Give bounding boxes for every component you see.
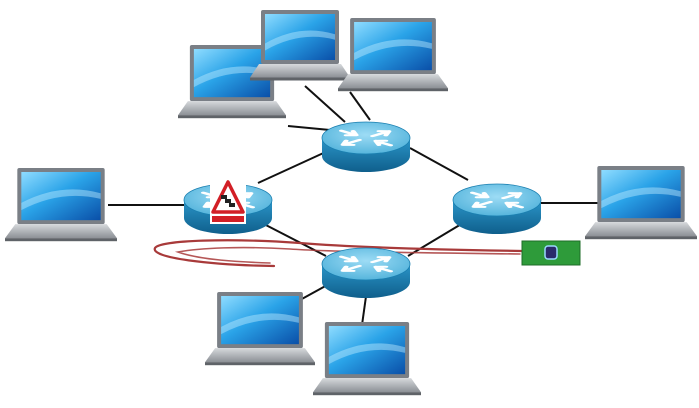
laptop-screen	[328, 326, 406, 375]
router-right-icon	[452, 183, 542, 234]
warning-car	[225, 199, 231, 203]
laptop-base-edge	[5, 238, 117, 242]
laptop-top-center-icon	[250, 10, 350, 81]
laptop-screen-glare	[601, 187, 681, 209]
laptop-base	[178, 101, 286, 116]
packet-path-inner	[174, 246, 521, 264]
data-packet-icon	[521, 240, 581, 266]
laptop-base	[585, 222, 697, 237]
laptop-screen-glare	[328, 343, 406, 365]
router-bottom-icon	[321, 247, 411, 298]
laptop-base-edge	[205, 362, 315, 366]
router-arrows	[469, 191, 525, 209]
router-top-surface	[452, 183, 542, 217]
laptop-top-left-icon	[178, 45, 286, 119]
laptop-left-icon	[5, 168, 117, 242]
laptop-screen-glare	[21, 189, 101, 211]
laptop-bottom-right-icon	[313, 322, 421, 396]
warning-car	[221, 195, 227, 199]
link-router-top-router-right	[409, 147, 469, 181]
link-laptop-top-1-router-top	[287, 125, 331, 131]
warning-sign-base	[212, 216, 244, 222]
laptop-base-edge	[178, 115, 286, 119]
laptop-base-edge	[313, 392, 421, 396]
laptop-base	[5, 224, 117, 239]
laptop-right-icon	[585, 166, 697, 240]
laptops-group	[5, 10, 697, 396]
warning-triangle	[211, 180, 245, 214]
laptop-base	[313, 378, 421, 393]
laptop-base-edge	[250, 77, 350, 81]
link-laptop-top-2-router-top	[304, 85, 346, 123]
laptop-screen-glare	[221, 313, 299, 335]
link-router-left-router-top	[257, 149, 331, 184]
laptop-base-edge	[338, 88, 448, 92]
link-router-right-router-bottom	[407, 219, 469, 257]
router-left-icon	[183, 178, 273, 234]
router-arrows	[338, 255, 394, 273]
link-laptop-top-3-router-top	[349, 91, 371, 121]
laptop-screen-glare	[354, 39, 432, 61]
packet-chip-icon	[544, 245, 558, 260]
laptop-screen	[601, 170, 681, 219]
warning-car	[229, 203, 235, 207]
laptop-base	[338, 74, 448, 89]
routers-group	[183, 121, 542, 298]
router-top-icon	[321, 121, 411, 172]
laptop-screen-glare	[265, 30, 335, 51]
router-top-surface	[321, 247, 411, 281]
laptop-bottom-left-icon	[205, 292, 315, 366]
router-top-surface	[321, 121, 411, 155]
packet-path-outer	[153, 239, 524, 268]
laptop-screen	[265, 14, 335, 60]
laptop-base-edge	[585, 236, 697, 240]
laptop-screen	[354, 22, 432, 71]
laptop-screen-glare	[193, 66, 271, 88]
laptop-top-right-icon	[338, 18, 448, 92]
packet-path-trail	[153, 239, 524, 268]
laptop-screen	[21, 172, 101, 221]
laptop-base	[205, 348, 315, 363]
router-arrows	[338, 129, 394, 147]
congestion-warning-icon	[210, 178, 246, 224]
laptop-base	[250, 64, 350, 78]
laptop-screen	[221, 296, 299, 345]
